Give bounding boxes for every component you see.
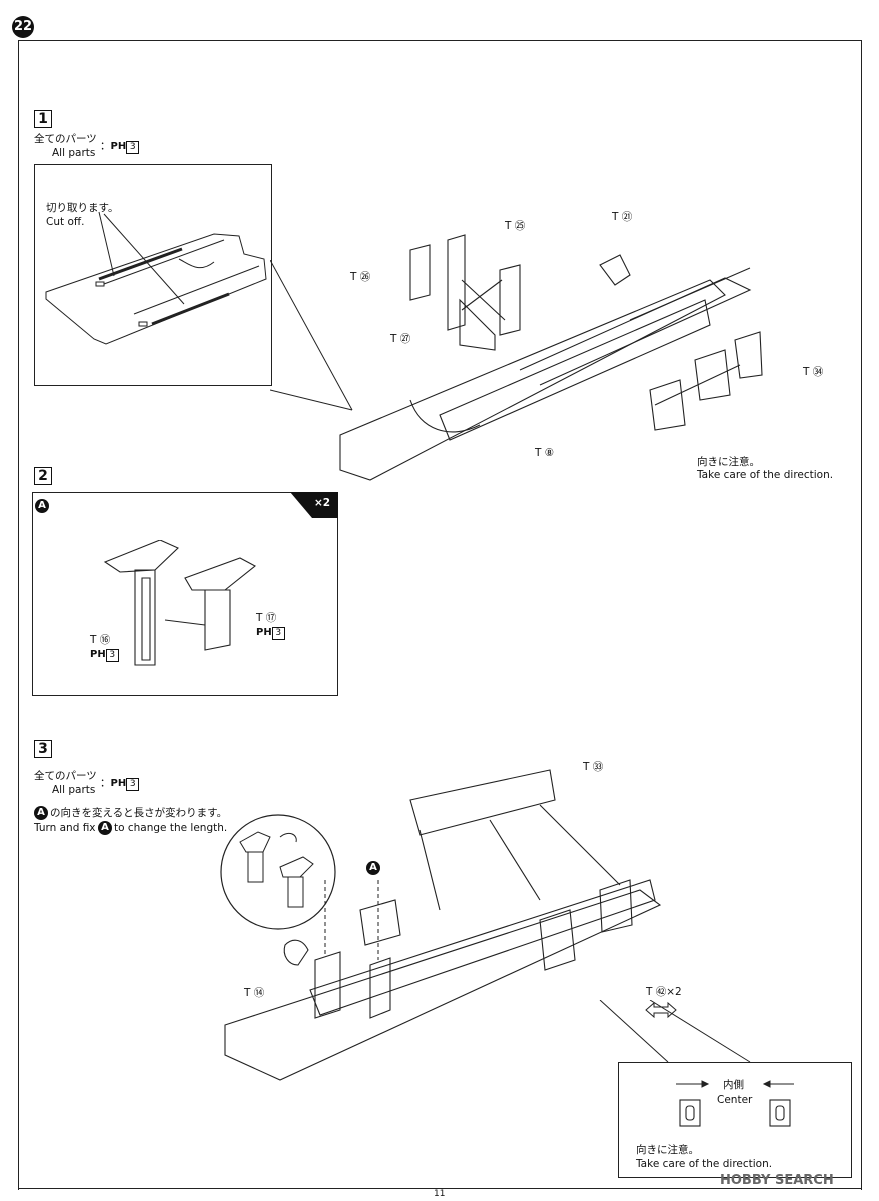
step-3-note-en-badge-a: A [98,821,112,835]
step-3-callout-lines [599,1000,751,1063]
step-3-frame-drawing [224,769,662,1081]
step-2-badge-a: A [35,499,49,513]
step-3-label-t33: T ㉝ [583,761,604,773]
step-1-parts-en: All parts [52,147,96,159]
step-1-label-t26: T ㉖ [350,271,371,283]
step-3-double-arrow [645,1001,677,1019]
step-3-parts-jp: 全てのパーツ [34,770,97,782]
step-3-number: 3 [34,740,52,758]
assembly-number-badge: 22 [12,16,34,38]
step-3-parts-en: All parts [52,784,96,796]
right-rule [861,40,862,1190]
step-1-number: 1 [34,110,52,128]
step-3-detail-parts [679,1099,791,1127]
step-3-part-badge-a: A [366,861,380,875]
step-1-label-t27: T ㉗ [390,333,411,345]
step-2-multiplier: ×2 [314,497,331,509]
step-2-drawing [103,540,256,666]
step-2-panel [32,492,338,696]
step-3-inner-jp: 内側 [723,1079,744,1091]
step-2-label-t17: T ⑰ [256,612,277,624]
step-1-parts-jp: 全てのパーツ [34,133,97,145]
step-3-zoom-circle [220,814,336,930]
step-3-note-en-1: Turn and fix [34,822,96,834]
step-3-note-en-2: to change the length. [114,822,228,834]
step-1-frame-drawing [339,234,763,481]
step-1-label-t34: T ㉞ [803,366,824,378]
step-1-direction-note-en: Take care of the direction. [697,469,834,481]
step-2-corner-tab [290,492,338,518]
step-3-label-t14: T ⑭ [244,987,265,999]
step-3-label-t67: T ㊷×2 [646,986,682,998]
page-number: 11 [434,1189,446,1199]
step-1-label-t8: T ⑧ [535,447,555,459]
left-rule [18,40,19,1190]
step-3-direction-note-jp: 向きに注意。 [636,1144,699,1156]
step-1-label-t21: T ㉑ [612,211,633,223]
step-2-label-t16: T ⑯ [90,634,111,646]
step-3-inner-en: Center [717,1094,753,1106]
step-1-label-t25: T ㉕ [505,220,526,232]
step-2-number: 2 [34,467,52,485]
step-3-detail-panel [618,1062,852,1178]
header-rule [18,40,862,41]
step-1-inset-note-en: Cut off. [46,216,85,228]
footer-rule [18,1188,862,1189]
step-1-inset-note-jp: 切り取ります。 [46,202,119,214]
watermark: HOBBY SEARCH [720,1173,834,1188]
step-3-note-jp: の向きを変えると長さが変わります。 [50,807,228,819]
step-1-direction-note-jp: 向きに注意。 [697,456,760,468]
step-1-callout-lines [270,260,353,411]
step-3-direction-note-en: Take care of the direction. [636,1158,773,1170]
step-3-detail-arrows [676,1080,794,1088]
step-1-inset-drawing [45,211,267,345]
step-3-note-badge-a: A [34,806,48,820]
step-1-inset [34,164,272,386]
